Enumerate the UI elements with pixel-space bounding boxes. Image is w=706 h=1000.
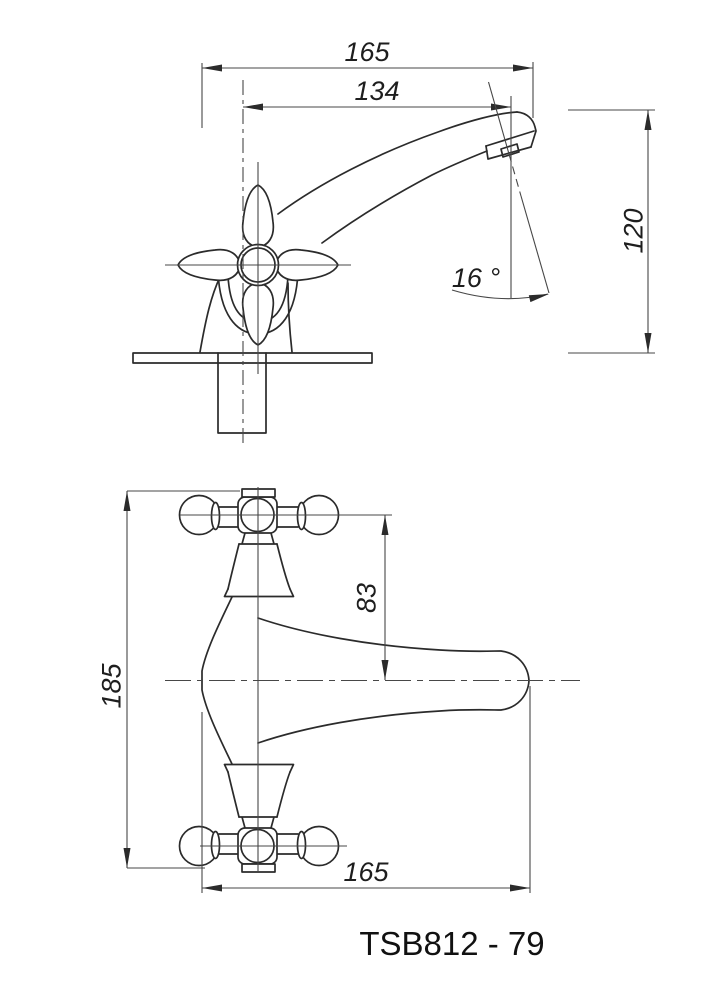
front-centerlines (165, 80, 351, 445)
part-number: TSB812 - 79 (359, 925, 544, 962)
front-view: 165 134 16 ° 120 (132, 37, 655, 445)
base-plate (132, 352, 373, 364)
plan-centerlines (165, 487, 580, 873)
dim-spout-angle-label: 16 ° (452, 263, 501, 293)
dim-front-reach-label: 134 (354, 76, 399, 106)
shank (217, 352, 267, 434)
dim-plan-overall-label: 165 (343, 857, 389, 887)
dim-handle-offset-label: 83 (352, 583, 382, 613)
aerator (500, 143, 520, 158)
dim-plan-length-label: 185 (97, 662, 127, 708)
plan-dimensions: 185 83 165 (97, 490, 531, 893)
spout-outline (277, 111, 537, 244)
dim-front-overall-label: 165 (344, 37, 390, 67)
dim-height-label: 120 (619, 208, 649, 253)
plan-view: 185 83 165 (97, 487, 580, 893)
front-dimensions: 165 134 16 ° 120 (201, 37, 655, 354)
